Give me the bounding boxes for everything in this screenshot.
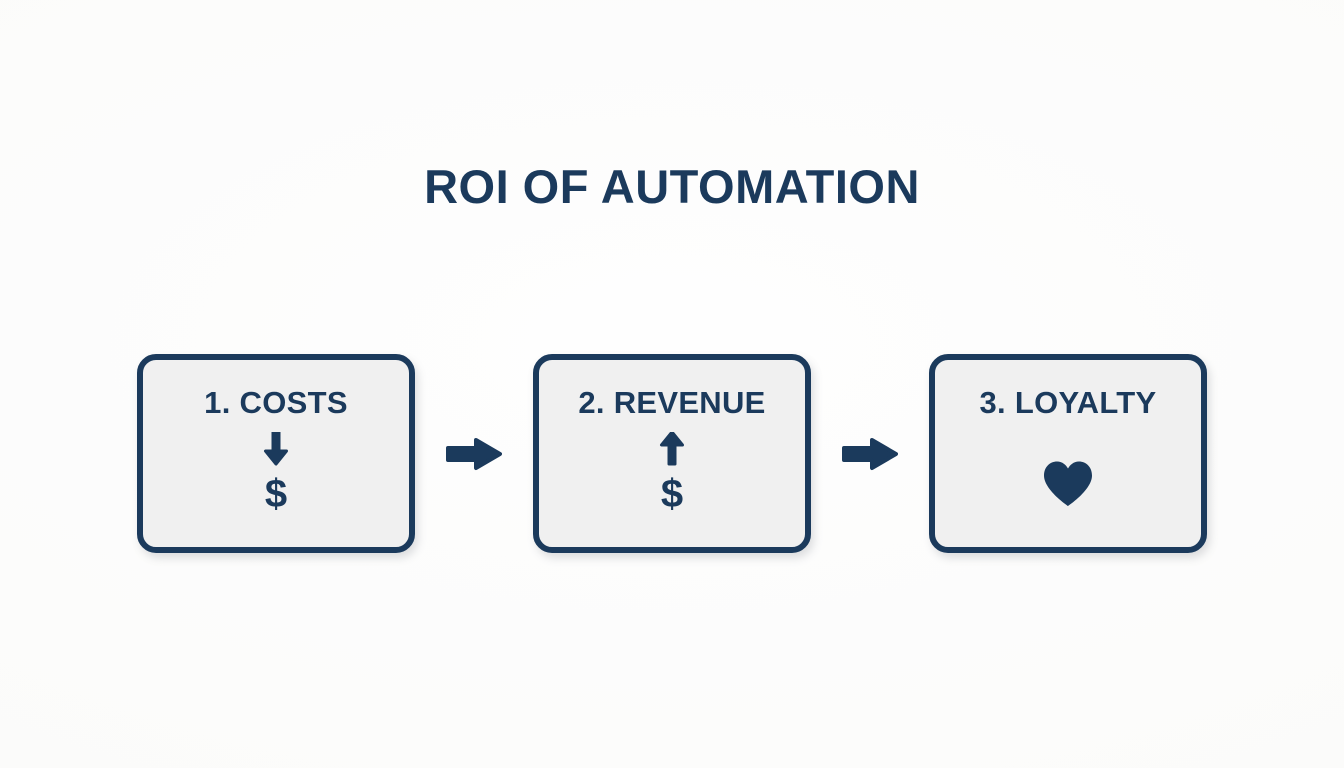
arrow-up-icon [655, 432, 689, 468]
step-label-costs: 1. COSTS [204, 385, 348, 420]
arrow-right-icon [446, 437, 502, 471]
step-box-revenue[interactable]: 2. REVENUE $ [533, 354, 811, 553]
step-icons-loyalty [1041, 432, 1095, 547]
step-label-revenue: 2. REVENUE [578, 385, 766, 420]
arrow-right-icon [842, 437, 898, 471]
step-label-loyalty: 3. LOYALTY [979, 385, 1157, 420]
step-icons-costs: $ [259, 432, 293, 547]
flow-diagram: 1. COSTS $ 2. REVENUE [137, 354, 1207, 553]
step-icons-revenue: $ [655, 432, 689, 547]
dollar-sign-icon: $ [264, 472, 288, 516]
page-title: ROI OF AUTOMATION [424, 160, 920, 213]
dollar-sign-icon: $ [660, 472, 684, 516]
heart-icon [1041, 460, 1095, 508]
step-box-costs[interactable]: 1. COSTS $ [137, 354, 415, 553]
step-box-loyalty[interactable]: 3. LOYALTY [929, 354, 1207, 553]
arrow-down-icon [259, 432, 293, 468]
